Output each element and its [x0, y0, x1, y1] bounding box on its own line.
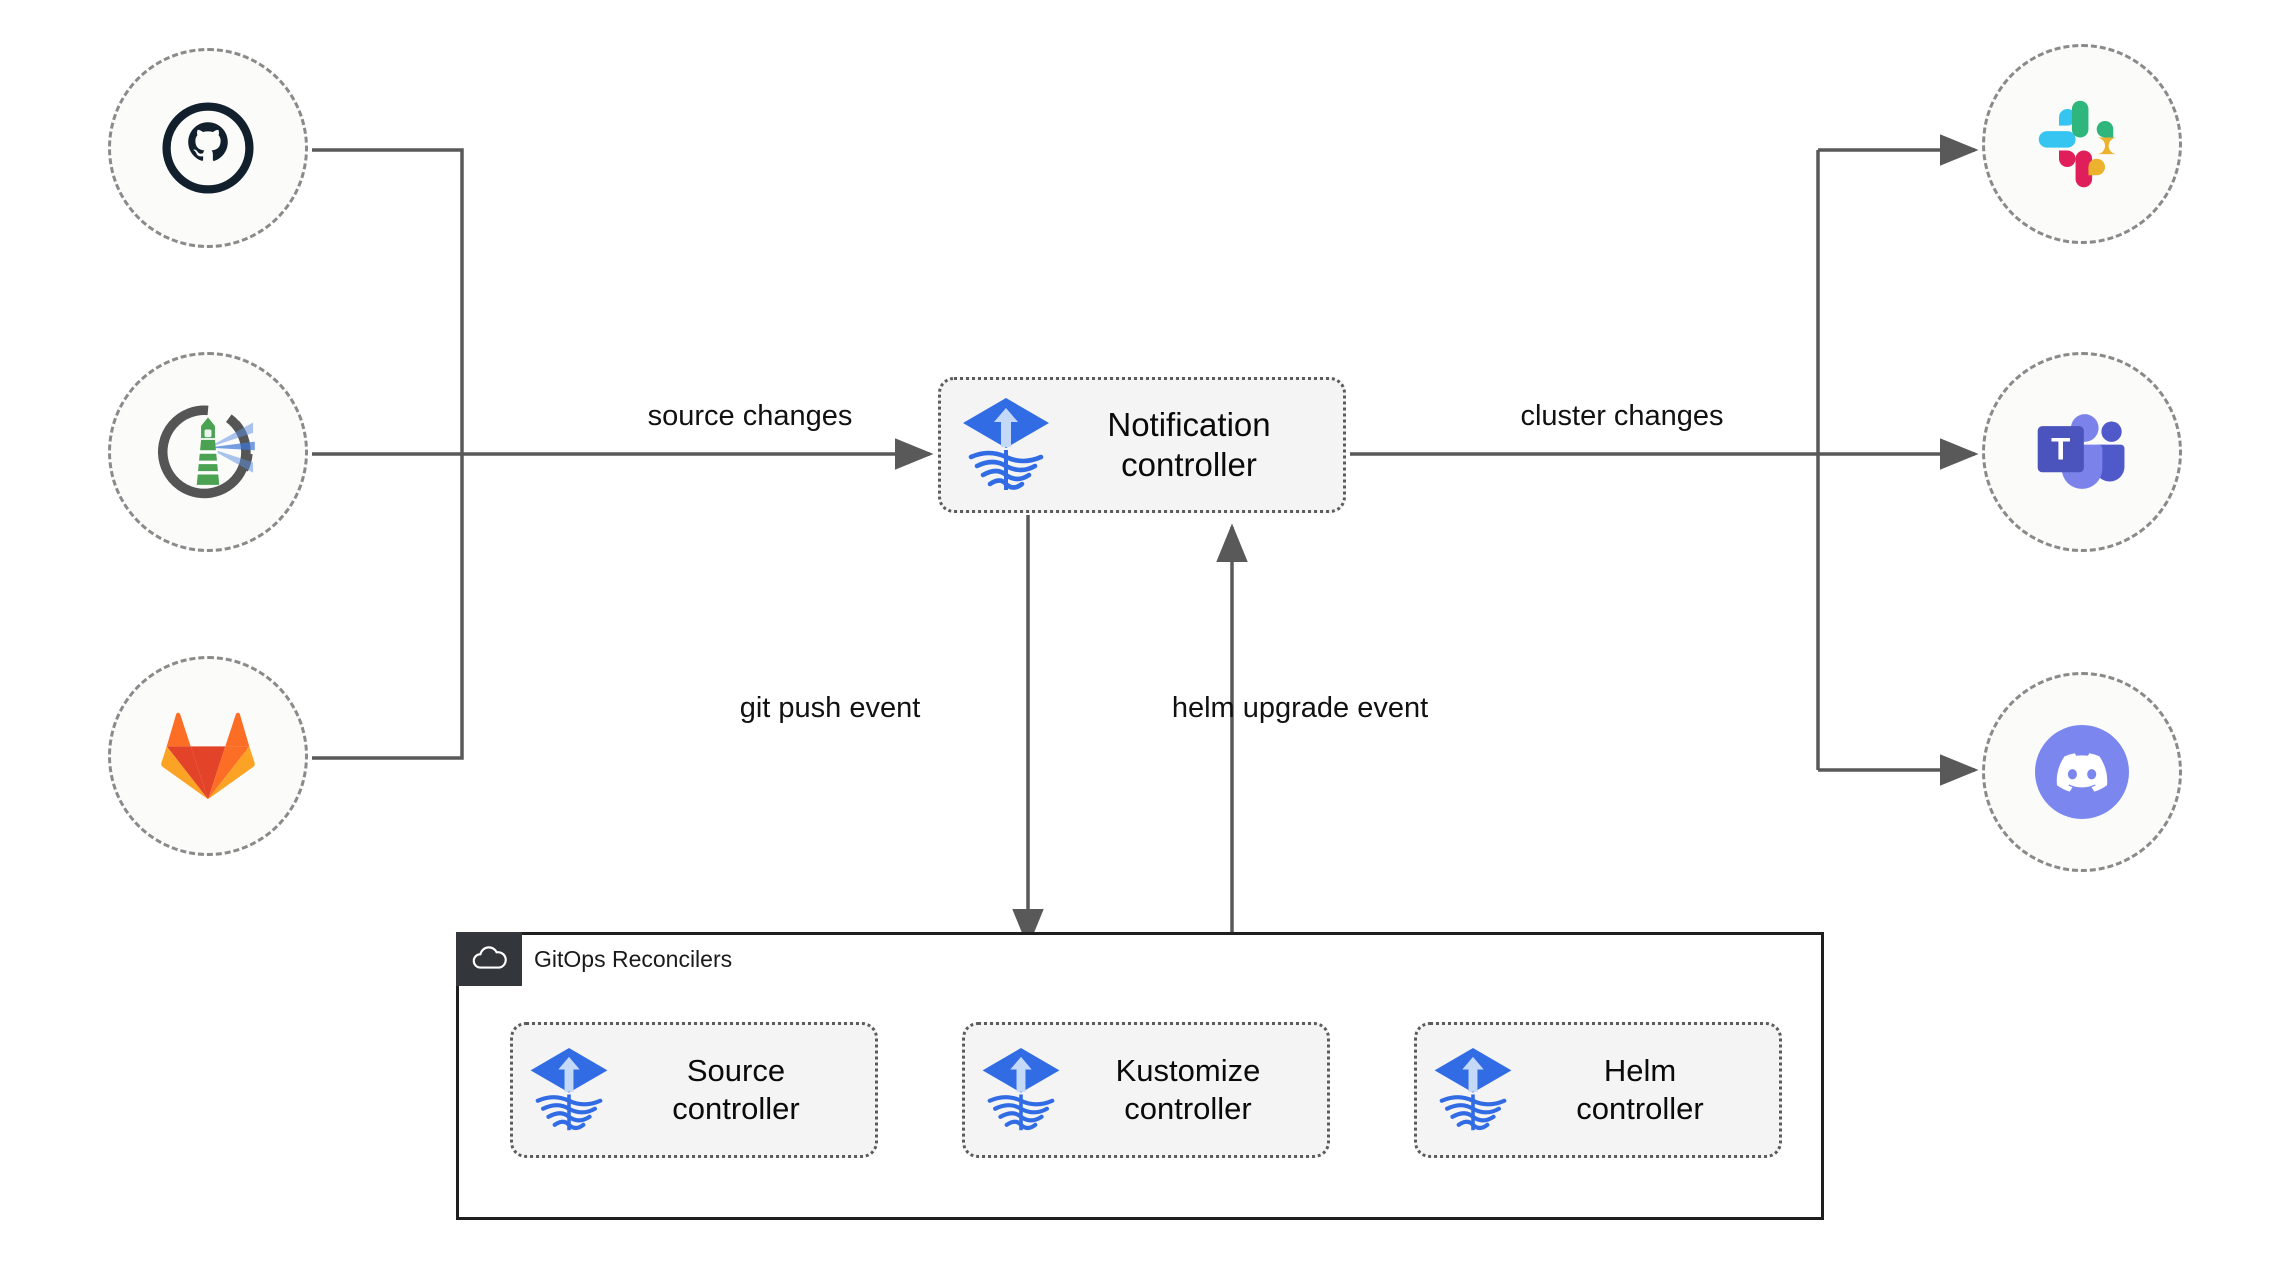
wire-github-to-bus — [312, 148, 464, 454]
slack-icon — [2036, 98, 2128, 190]
edge-label-helm-upgrade-event: helm upgrade event — [1171, 692, 1429, 724]
helm-controller-label: Helm controller — [1576, 1053, 1704, 1126]
edge-label-cluster-changes: cluster changes — [1520, 400, 1724, 432]
edge-label-git-push-event: git push event — [739, 692, 921, 724]
svg-text:T: T — [2051, 431, 2070, 466]
lighthouse-icon — [156, 400, 260, 504]
github-icon — [162, 102, 254, 194]
gitlab-icon — [160, 710, 256, 802]
gitops-group-tab — [456, 932, 522, 986]
source-node-lighthouse[interactable] — [108, 352, 308, 552]
source-node-gitlab[interactable] — [108, 656, 308, 856]
discord-icon — [2032, 722, 2132, 822]
edge-label-source-changes: source changes — [647, 400, 853, 432]
source-controller-label: Source controller — [672, 1053, 800, 1126]
destination-node-slack[interactable] — [1982, 44, 2182, 244]
notification-controller-label: Notification controller — [1107, 405, 1271, 483]
teams-icon: T — [2034, 407, 2130, 497]
flux-logo-icon — [1431, 1045, 1515, 1135]
wire-gitlab-to-bus — [312, 454, 464, 760]
flux-logo-icon — [979, 1045, 1063, 1135]
source-node-github[interactable] — [108, 48, 308, 248]
flux-logo-icon — [959, 395, 1053, 495]
cloud-icon — [470, 946, 508, 972]
source-controller-box[interactable]: Source controller — [510, 1022, 878, 1158]
notification-controller-box[interactable]: Notification controller — [938, 377, 1346, 513]
kustomize-controller-box[interactable]: Kustomize controller — [962, 1022, 1330, 1158]
helm-controller-box[interactable]: Helm controller — [1414, 1022, 1782, 1158]
destination-node-teams[interactable]: T — [1982, 352, 2182, 552]
flux-logo-icon — [527, 1045, 611, 1135]
gitops-group-title: GitOps Reconcilers — [534, 946, 733, 972]
destination-node-discord[interactable] — [1982, 672, 2182, 872]
kustomize-controller-label: Kustomize controller — [1115, 1053, 1261, 1126]
